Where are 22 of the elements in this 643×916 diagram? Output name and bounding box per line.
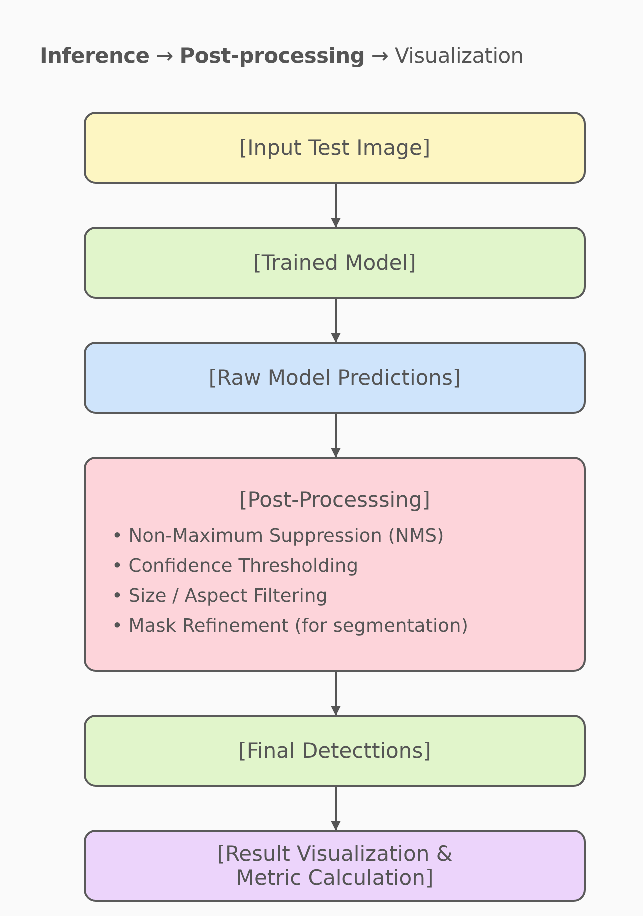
bullet-item: • Size / Aspect Filtering — [112, 584, 329, 608]
process-box — [84, 342, 586, 414]
bullet-item: • Mask Refinement (for segmentation) — [112, 614, 470, 638]
diagram-title: Inference → Post-processing → Visualization — [40, 44, 525, 68]
arrow — [331, 787, 341, 831]
arrow — [331, 672, 341, 716]
process-box — [84, 830, 586, 902]
box-heading: [Trained Model] — [254, 251, 416, 275]
box-heading: [Result Visualization & Metric Calculation] — [216, 842, 454, 890]
arrow — [331, 414, 341, 458]
bullet-item: • Confidence Thresholding — [112, 554, 360, 578]
arrow — [331, 184, 341, 228]
box-heading: [Input Test Image] — [239, 136, 431, 160]
process-box — [84, 227, 586, 299]
box-heading: [Raw Model Predictions] — [208, 366, 462, 390]
box-heading: [Post-Processsing] — [240, 488, 430, 512]
arrow — [331, 299, 341, 343]
process-box — [84, 112, 586, 184]
process-box — [84, 457, 586, 672]
process-box — [84, 715, 586, 787]
box-heading: [Final Detecttions] — [238, 739, 432, 763]
bullet-item: • Non-Maximum Suppression (NMS) — [112, 524, 446, 548]
